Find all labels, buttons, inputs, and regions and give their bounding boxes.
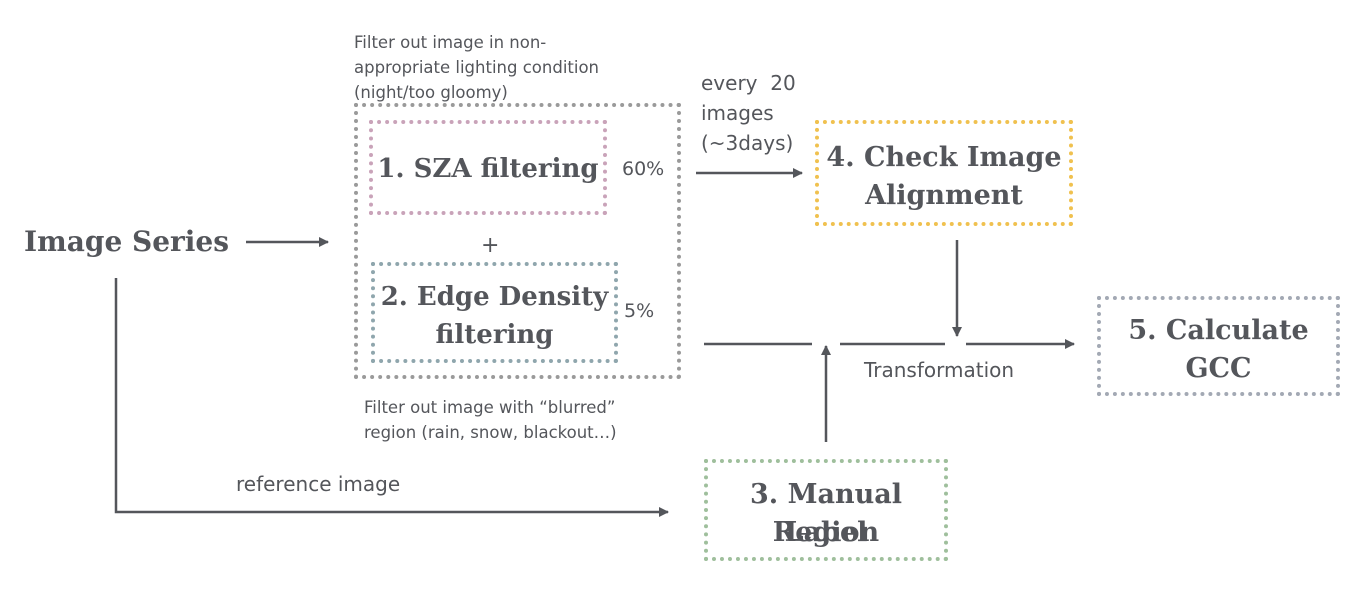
filter-group-box: [354, 103, 681, 379]
arrow-series-to-manual: [114, 278, 669, 517]
check-alignment-box: 4. Check Image Alignment: [815, 120, 1073, 226]
every-20-line2: images: [701, 101, 774, 125]
filter-top-note-line2: appropriate lighting condition: [354, 58, 600, 77]
manual-label-title-line1: 3. Manual Label: [750, 479, 902, 548]
edge-density-title-line2: filtering: [435, 320, 554, 350]
every-20-images-label: every 20 images (~3days): [701, 68, 796, 158]
filter-top-note: Filter out image in non- appropriate lig…: [354, 30, 654, 105]
transformation-label: Transformation: [864, 358, 1015, 382]
edge-density-box: 2. Edge Density filtering: [371, 262, 618, 363]
filter-top-note-line1: Filter out image in non-: [354, 33, 547, 52]
calculate-gcc-title-line2: GCC: [1185, 353, 1252, 384]
manual-label-box: 3. Manual Label Region: [704, 459, 948, 561]
check-alignment-title-line2: Alignment: [865, 180, 1023, 211]
check-alignment-title-line1: 4. Check Image: [826, 142, 1062, 173]
plus-sign: +: [481, 233, 500, 258]
edge-density-percent: 5%: [624, 300, 655, 322]
sza-filtering-title: 1. SZA filtering: [377, 154, 599, 184]
filter-top-note-line3: (night/too gloomy): [354, 83, 508, 102]
edge-density-title-line1: 2. Edge Density: [380, 282, 609, 312]
filter-bottom-note-line2: region (rain, snow, blackout…): [364, 423, 617, 442]
reference-image-label: reference image: [236, 472, 401, 496]
every-20-line3: (~3days): [701, 131, 794, 155]
sza-percent: 60%: [622, 158, 665, 180]
image-series-label: Image Series: [24, 225, 230, 258]
calculate-gcc-title-line1: 5. Calculate: [1128, 315, 1309, 346]
filter-bottom-note: Filter out image with “blurred” region (…: [364, 395, 684, 445]
sza-filtering-box: 1. SZA filtering: [369, 120, 607, 215]
every-20-line1: every 20: [701, 71, 796, 95]
filter-bottom-note-line1: Filter out image with “blurred”: [364, 398, 616, 417]
manual-label-title-line2: Region: [772, 517, 880, 548]
calculate-gcc-box: 5. Calculate GCC: [1097, 296, 1340, 396]
